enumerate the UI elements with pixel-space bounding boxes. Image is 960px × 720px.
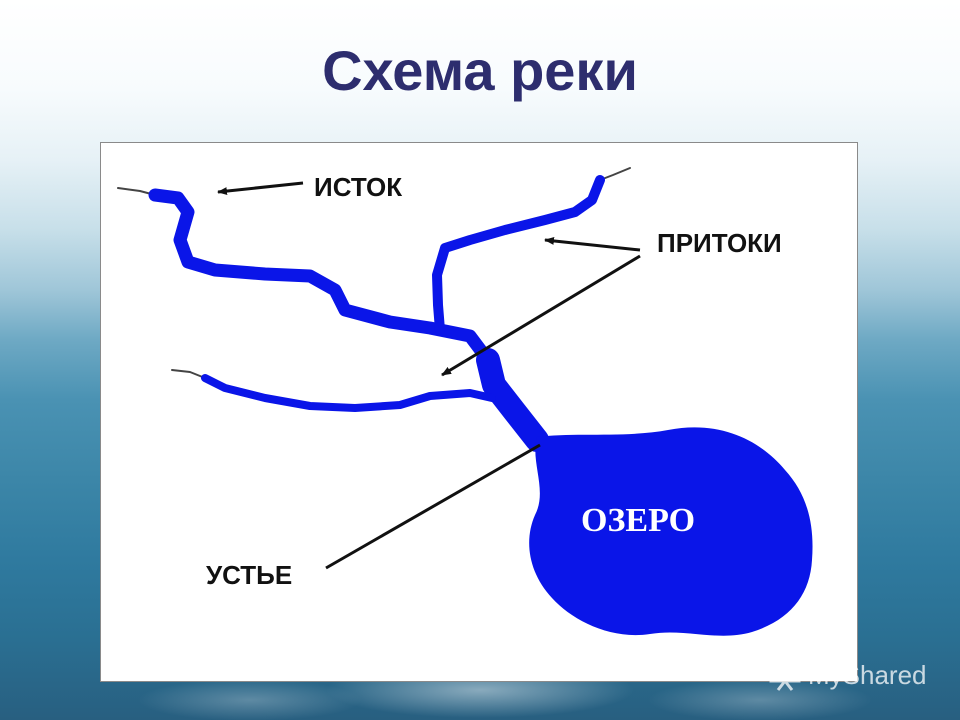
mouth-pointer-line bbox=[325, 443, 541, 570]
lake-shape bbox=[529, 427, 813, 636]
tributaries-label: ПРИТОКИ bbox=[657, 228, 782, 258]
tributary-arrow-upper bbox=[544, 236, 641, 252]
lower-tributary bbox=[171, 369, 496, 412]
slide-title: Схема реки bbox=[322, 39, 638, 102]
lake-label: ОЗЕРО bbox=[581, 502, 695, 539]
mouth-label: УСТЬЕ bbox=[206, 560, 292, 590]
upper-tributary bbox=[432, 167, 631, 335]
tributary-arrow-lower bbox=[441, 254, 641, 377]
source-label: ИСТОК bbox=[314, 172, 402, 202]
watermark-text: MyShared bbox=[808, 660, 927, 690]
watermark: MyShared bbox=[768, 656, 948, 696]
source-arrow bbox=[217, 181, 304, 196]
main-river bbox=[117, 187, 549, 452]
projector-screen-icon bbox=[769, 660, 801, 691]
